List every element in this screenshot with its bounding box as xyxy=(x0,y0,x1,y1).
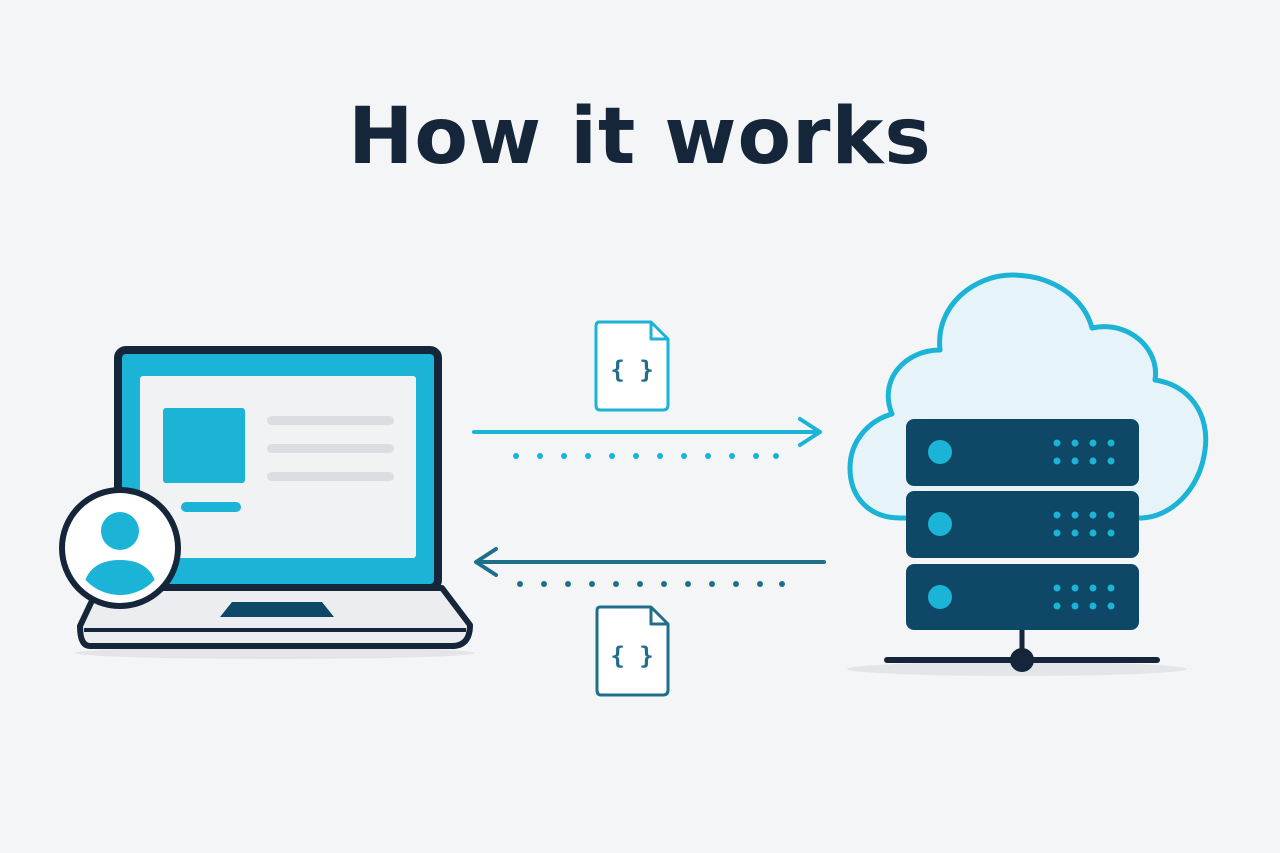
response-payload-icon: { } xyxy=(595,605,670,697)
screen-image-placeholder xyxy=(163,408,245,483)
server-rack-icon xyxy=(847,419,1187,676)
request-dotted-line xyxy=(513,453,779,459)
request-payload-icon: { } xyxy=(594,320,670,412)
request-arrow xyxy=(472,417,822,447)
screen-button-placeholder xyxy=(181,502,241,512)
server-unit-3 xyxy=(906,564,1139,630)
server-unit-2 xyxy=(906,491,1139,558)
svg-text:{ }: { } xyxy=(610,356,653,384)
server-unit-1 xyxy=(906,419,1139,486)
page-title: How it works xyxy=(348,92,932,182)
svg-text:{ }: { } xyxy=(610,642,653,670)
response-arrow xyxy=(474,547,826,577)
laptop-icon xyxy=(75,346,475,659)
response-dotted-line xyxy=(517,581,785,587)
user-avatar-icon xyxy=(59,487,181,609)
